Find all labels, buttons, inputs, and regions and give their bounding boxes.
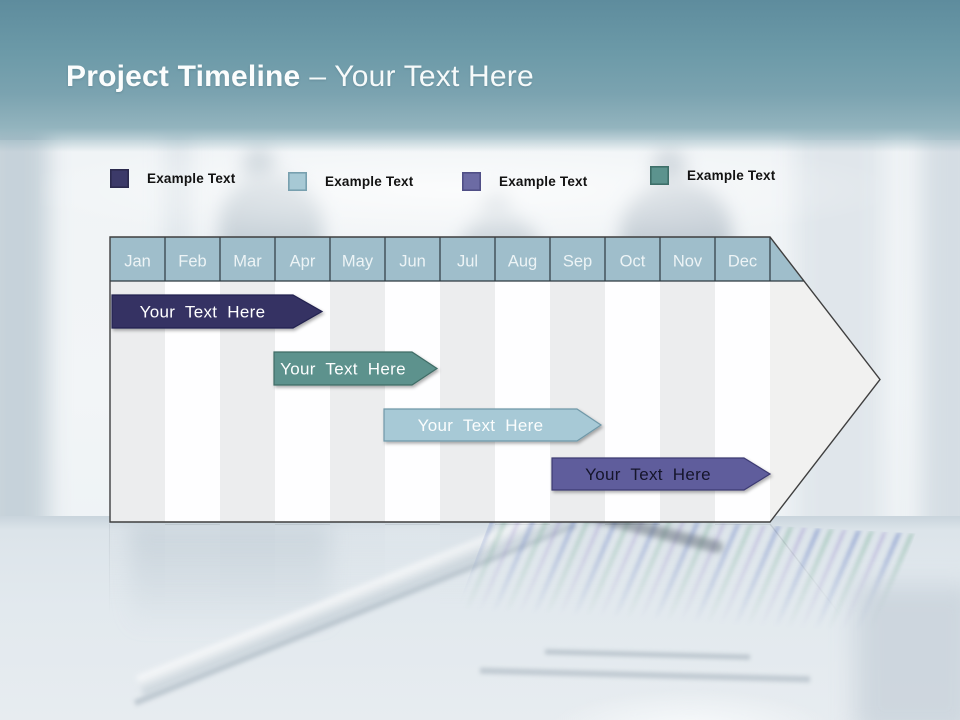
- month-labels: Jan Feb Mar Apr May Jun Jul Aug Sep Oct …: [124, 253, 757, 271]
- month-cell-separators: [110, 237, 804, 282]
- legend-swatch-rect: [462, 172, 481, 191]
- header-band: [0, 0, 960, 152]
- timeline-bar-4-label: Your Text Here: [585, 465, 711, 484]
- legend-swatch-rect: [288, 172, 307, 191]
- legend-swatch-rect: [650, 166, 669, 185]
- timeline-bar-1-label: Your Text Here: [140, 303, 266, 322]
- bg-blurred-chart: [454, 510, 916, 639]
- legend-swatch-2: [288, 172, 307, 191]
- bg-chair-highlight: [540, 688, 840, 720]
- timeline-bar-2-label: Your Text Here: [280, 360, 406, 379]
- month-label: Feb: [178, 253, 206, 271]
- month-column-stripe: [330, 280, 385, 522]
- legend-label: Example Text: [687, 168, 776, 183]
- timeline-arrow-outline: [109, 236, 881, 523]
- month-label: Apr: [290, 253, 316, 271]
- bg-corner-shade: [855, 585, 960, 720]
- timeline-bar-3[interactable]: [383, 408, 603, 442]
- month-column-stripe: [385, 280, 440, 522]
- month-label: Oct: [620, 253, 646, 271]
- month-label: Mar: [233, 253, 262, 271]
- bg-veil: [40, 138, 880, 242]
- month-label: Nov: [673, 253, 703, 271]
- month-label: Sep: [563, 253, 592, 271]
- legend-swatch-rect: [110, 169, 129, 188]
- month-label: Jul: [457, 253, 478, 271]
- legend-label: Example Text: [147, 171, 236, 186]
- legend-item-4[interactable]: Example Text: [650, 166, 775, 185]
- legend-swatch-3: [462, 172, 481, 191]
- timeline-graphic: Jan Feb Mar Apr May Jun Jul Aug Sep Oct …: [109, 236, 881, 523]
- month-label: May: [342, 253, 374, 271]
- timeline-bar-4[interactable]: [551, 457, 772, 491]
- legend-item-3[interactable]: Example Text: [462, 172, 587, 191]
- legend-item-2[interactable]: Example Text: [288, 172, 413, 191]
- month-label: Jan: [124, 253, 151, 271]
- month-label: Jun: [399, 253, 426, 271]
- month-label: Aug: [508, 253, 537, 271]
- timeline-bar-1[interactable]: [111, 294, 324, 329]
- title-light: – Your Text Here: [309, 60, 534, 93]
- month-column-stripe: [495, 280, 550, 522]
- timeline-bar-2[interactable]: [273, 351, 439, 386]
- legend-swatch-1: [110, 169, 129, 188]
- title-bold: Project Timeline: [66, 60, 301, 93]
- timeline-bar-3-label: Your Text Here: [418, 416, 544, 435]
- timeline-header: [110, 237, 804, 281]
- page-title[interactable]: Project Timeline– Your Text Here: [66, 60, 534, 94]
- legend-label: Example Text: [499, 174, 588, 189]
- month-column-stripe: [440, 280, 495, 522]
- legend-label: Example Text: [325, 174, 414, 189]
- legend-item-1[interactable]: Example Text: [110, 169, 235, 188]
- legend-swatch-4: [650, 166, 669, 185]
- month-label: Dec: [728, 253, 757, 271]
